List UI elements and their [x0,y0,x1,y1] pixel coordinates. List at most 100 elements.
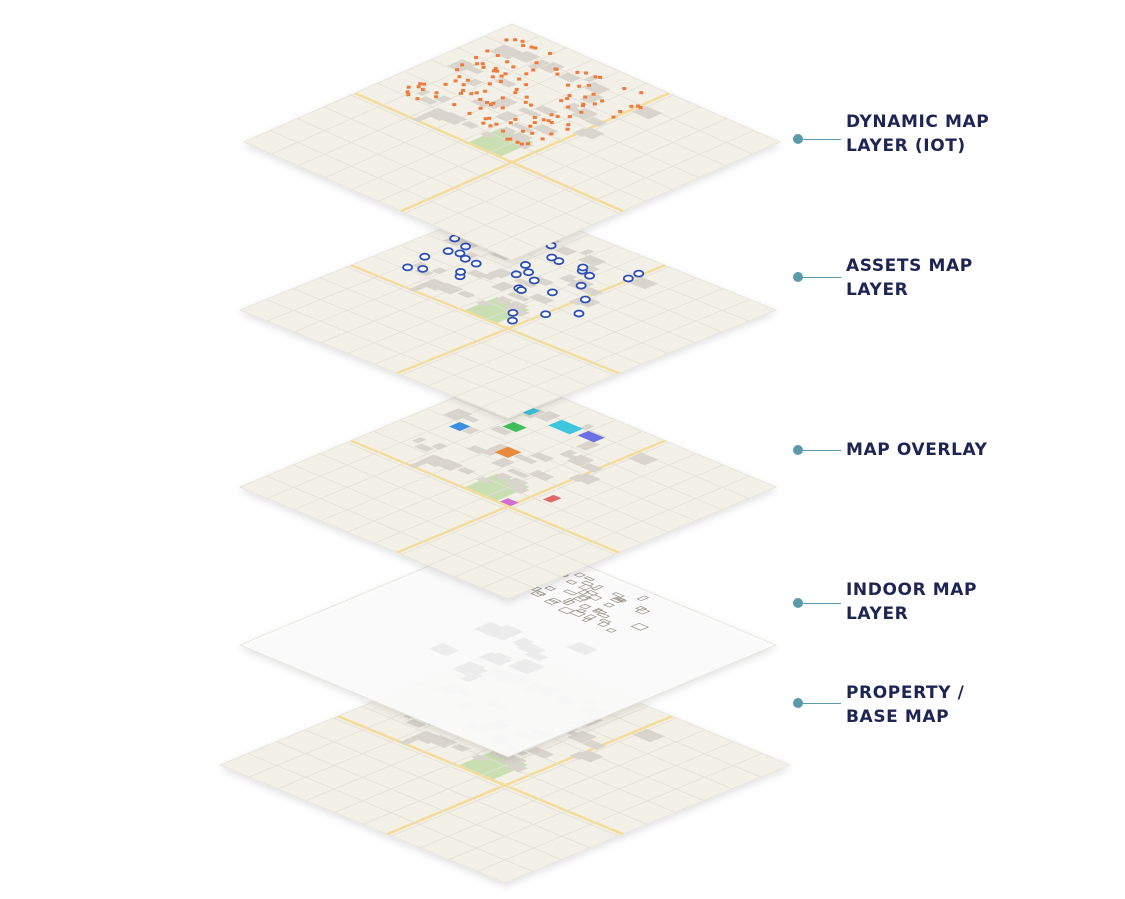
iot-marker [416,85,421,89]
indoor-room [594,609,608,615]
building-block [534,105,559,116]
street [481,475,751,589]
iot-marker [460,63,465,67]
asset-marker [523,268,534,277]
building-block [430,442,448,450]
building-block [506,468,531,479]
iot-marker [485,100,490,104]
iot-marker [565,97,570,101]
street [431,106,701,226]
street [346,442,616,555]
iot-marker [485,49,490,53]
iot-marker [487,116,492,120]
iot-marker [455,68,460,72]
building-block [465,78,484,87]
street [426,408,696,522]
iot-marker [531,68,536,72]
map-layer-indoor [238,532,778,758]
iot-marker [567,115,572,119]
asset-marker [417,264,429,273]
asset-marker [455,268,466,276]
building-block [579,92,605,104]
indoor-room [634,608,651,615]
building-block [466,269,488,279]
asset-marker [507,316,518,325]
street [319,453,589,566]
building-block [579,249,595,256]
indoor-room [603,602,615,608]
street [404,94,674,214]
asset-marker [573,309,585,318]
iot-marker [618,110,623,114]
iot-marker [513,91,518,95]
street [427,277,697,387]
indoor-room [605,628,617,633]
asset-marker [622,274,634,283]
iot-marker [519,142,524,146]
indoor-room [583,576,596,582]
label-line: PROPERTY / [846,683,965,703]
indoor-room [636,595,650,602]
iot-marker [555,114,560,118]
street [458,118,728,237]
building-block [567,730,598,744]
street [292,288,562,397]
iot-marker [475,62,480,66]
label-line: INDOOR MAP [846,580,978,600]
iot-marker [513,117,518,121]
label-line: LAYER [846,280,909,300]
street [485,130,755,249]
connector-line [801,449,841,451]
indoor-room [573,572,586,578]
indoor-room [583,614,597,621]
map-layer-dynamic [243,23,781,261]
iot-marker [622,87,627,91]
indoor-room [590,585,604,591]
label-map-overlay: MAP OVERLAY [846,438,1106,462]
street [419,729,706,849]
iot-marker [528,124,533,128]
building-block [577,127,605,140]
iot-marker [581,102,586,106]
iot-marker [520,129,525,133]
building-block [535,410,561,422]
faded-building [516,642,547,656]
layer-surface [238,532,778,758]
iot-marker [524,95,529,99]
street [319,277,589,387]
building-block [499,755,528,767]
building-block [408,283,428,292]
label-property-base-map: PROPERTY / BASE MAP [846,681,1106,729]
building-block [558,274,578,282]
connector-dot [793,598,803,608]
street [427,453,697,566]
connector-overlay [793,445,843,455]
asset-marker [540,310,552,319]
indoor-room [577,589,590,595]
iot-marker [546,119,551,123]
connector-line [801,602,841,604]
iot-marker [566,123,571,127]
label-line: MAP OVERLAY [846,440,988,460]
iot-marker [478,97,483,101]
iot-marker [532,115,537,119]
building-block [488,749,511,759]
asset-marker [528,276,540,285]
building-block [430,267,448,275]
asset-marker [510,270,522,279]
iot-marker [515,140,520,144]
iot-marker [586,83,591,87]
iot-marker [459,91,464,95]
iot-marker [467,111,472,115]
iot-marker [521,44,526,48]
iot-marker [549,120,554,124]
street [347,245,617,354]
asset-marker [553,257,565,266]
iot-marker [498,79,503,83]
iot-marker [500,106,505,110]
indoor-room [544,585,557,591]
iot-marker [592,102,597,106]
building-block [488,268,514,279]
iot-marker [611,115,616,119]
asset-marker [459,254,471,263]
